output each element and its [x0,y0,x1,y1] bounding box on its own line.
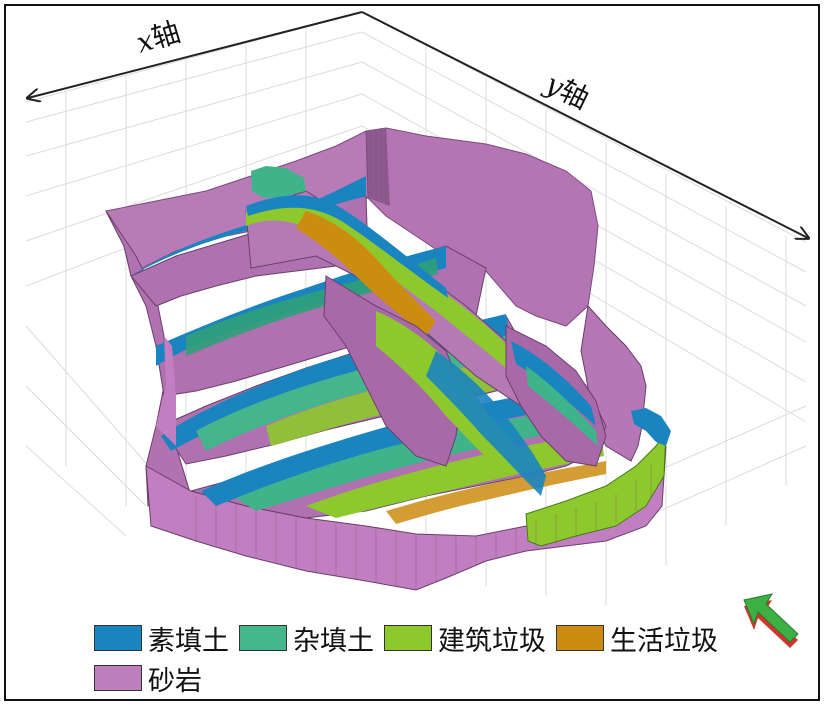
figure-frame: x轴 y轴 素填土 杂填土 建筑垃圾 生活垃圾 砂岩 [4,4,820,701]
legend-swatch-sandstone [94,665,142,691]
back-fences [105,127,599,327]
legend-item-construction-waste: 建筑垃圾 [384,619,546,658]
legend-item-misc-fill: 杂填土 [239,619,374,658]
legend-swatch-misc-fill [239,625,287,651]
interior-fences-y [245,166,607,496]
legend-row-2: 砂岩 [94,658,734,698]
front-right-strip [156,336,671,547]
boundary-hatching [195,128,652,589]
legend-label: 砂岩 [148,665,202,697]
far-wall-dark-face [366,128,390,206]
axes [28,11,808,238]
y-axis-line [361,11,808,238]
legend-item-plain-fill: 素填土 [94,619,229,658]
x-axis-line [28,11,363,98]
legend-swatch-plain-fill [94,625,142,651]
legend-label: 素填土 [148,625,229,657]
legend-label: 杂填土 [293,625,374,657]
legend: 素填土 杂填土 建筑垃圾 生活垃圾 砂岩 [94,618,734,698]
legend-label: 生活垃圾 [610,625,718,657]
legend-row-1: 素填土 杂填土 建筑垃圾 生活垃圾 [94,618,734,658]
legend-item-sandstone: 砂岩 [94,659,202,698]
legend-swatch-construction-waste [384,625,432,651]
geological-fence-diagram [6,11,820,606]
north-arrow-icon [743,593,799,648]
legend-label: 建筑垃圾 [438,625,546,657]
legend-swatch-domestic-waste [556,625,604,651]
legend-item-domestic-waste: 生活垃圾 [556,619,718,658]
